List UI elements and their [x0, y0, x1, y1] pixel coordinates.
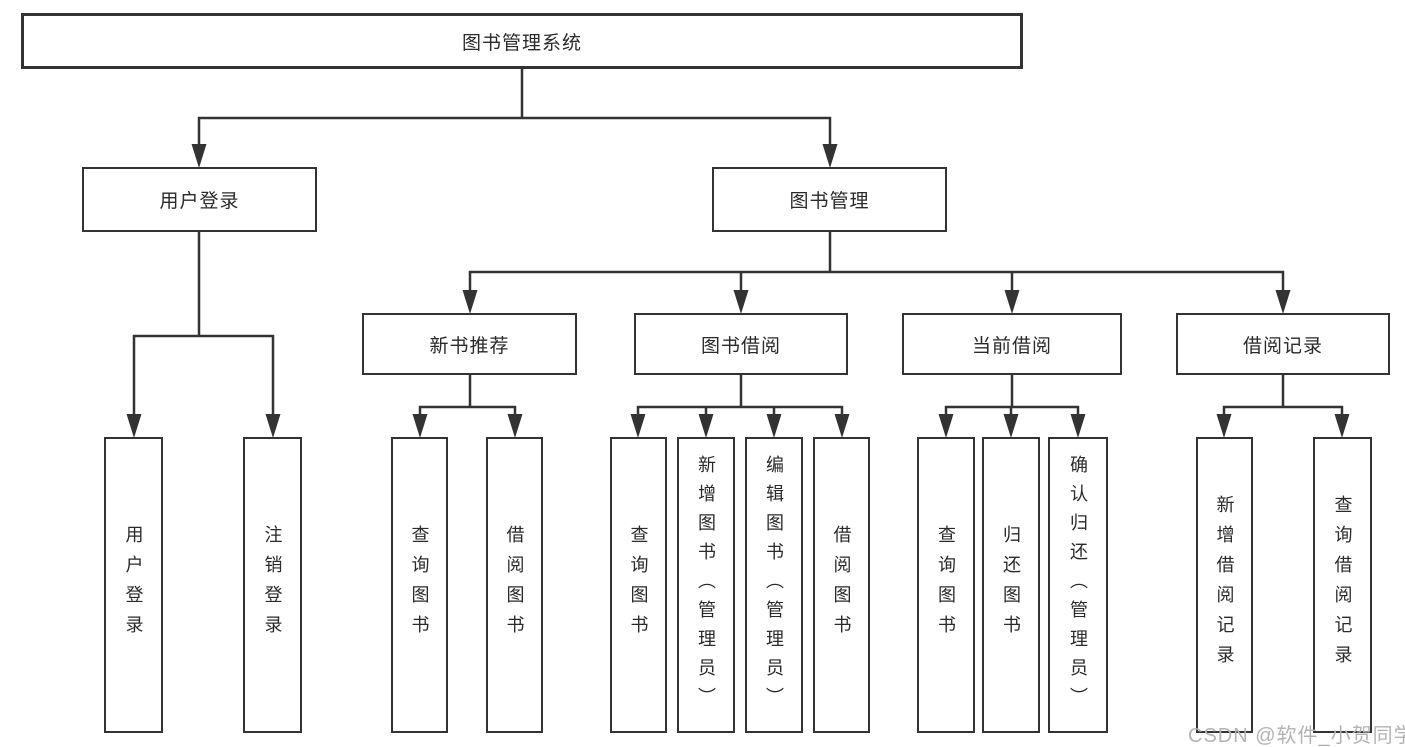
arrowhead-down-icon	[191, 144, 207, 168]
node-new-book-recommend: 新书推荐	[362, 313, 577, 375]
csdn-watermark: CSDN @软件_小贺同学	[1188, 725, 1405, 747]
leaf-edit-book-admin: 编辑图书（管理员）	[745, 437, 803, 733]
node-label: 用户登录	[159, 191, 240, 212]
leaf-query-book-borrow: 查询图书	[610, 437, 667, 733]
node-current-borrow: 当前借阅	[902, 313, 1122, 375]
node-label: 新增借阅记录	[1214, 495, 1235, 675]
arrowhead-down-icon	[1070, 414, 1086, 438]
node-label: 当前借阅	[971, 335, 1052, 357]
node-label: 图书管理系统	[461, 32, 582, 54]
node-label: 借阅图书	[504, 525, 525, 645]
node-borrow-records: 借阅记录	[1176, 313, 1390, 375]
node-book-borrow: 图书借阅	[634, 313, 848, 375]
leaf-return-book: 归还图书	[982, 437, 1040, 733]
node-label: 借阅图书	[831, 525, 852, 645]
node-label: 注销登录	[262, 525, 283, 645]
node-label: 图书管理	[789, 191, 870, 212]
leaf-borrow-book: 借阅图书	[813, 437, 870, 733]
arrowhead-down-icon	[834, 414, 850, 438]
node-label: 编辑图书（管理员）	[764, 454, 784, 716]
node-label: 用户登录	[123, 525, 144, 645]
arrowhead-down-icon	[733, 290, 749, 314]
arrowhead-down-icon	[1275, 290, 1291, 314]
node-label: 查询图书	[628, 525, 649, 645]
leaf-confirm-return-admin: 确认归还（管理员）	[1048, 437, 1108, 733]
node-user-login: 用户登录	[82, 167, 317, 232]
arrowhead-down-icon	[698, 414, 714, 438]
node-label: 查询图书	[409, 525, 430, 645]
leaf-query-book-recommend: 查询图书	[391, 437, 448, 733]
node-label: 借阅记录	[1242, 335, 1323, 357]
node-label: 查询图书	[936, 525, 956, 645]
leaf-borrow-book-recommend: 借阅图书	[486, 437, 543, 733]
arrowhead-down-icon	[1004, 290, 1020, 314]
arrowhead-down-icon	[507, 414, 523, 438]
arrowhead-down-icon	[265, 414, 281, 438]
arrowhead-down-icon	[766, 414, 782, 438]
leaf-query-borrow-record: 查询借阅记录	[1313, 437, 1372, 733]
arrowhead-down-icon	[938, 414, 954, 438]
leaf-add-borrow-record: 新增借阅记录	[1196, 437, 1253, 733]
node-label: 归还图书	[1001, 525, 1021, 645]
arrowhead-down-icon	[1003, 414, 1019, 438]
arrowhead-down-icon	[1334, 414, 1350, 438]
node-label: 新书推荐	[429, 335, 510, 357]
node-label: 图书借阅	[700, 335, 781, 357]
arrowhead-down-icon	[126, 414, 142, 438]
node-label: 新增图书（管理员）	[696, 454, 716, 716]
node-label: 确认归还（管理员）	[1068, 454, 1088, 716]
leaf-user-login: 用户登录	[104, 437, 163, 733]
node-book-management: 图书管理	[712, 167, 947, 232]
arrowhead-down-icon	[462, 290, 478, 314]
leaf-query-book-current: 查询图书	[917, 437, 975, 733]
arrowhead-down-icon	[412, 414, 428, 438]
arrowhead-down-icon	[630, 414, 646, 438]
node-label: 查询借阅记录	[1332, 495, 1353, 675]
arrowhead-down-icon	[1216, 414, 1232, 438]
arrowhead-down-icon	[822, 144, 838, 168]
leaf-logout: 注销登录	[243, 437, 302, 733]
leaf-add-book-admin: 新增图书（管理员）	[677, 437, 735, 733]
node-system-root: 图书管理系统	[21, 13, 1023, 69]
